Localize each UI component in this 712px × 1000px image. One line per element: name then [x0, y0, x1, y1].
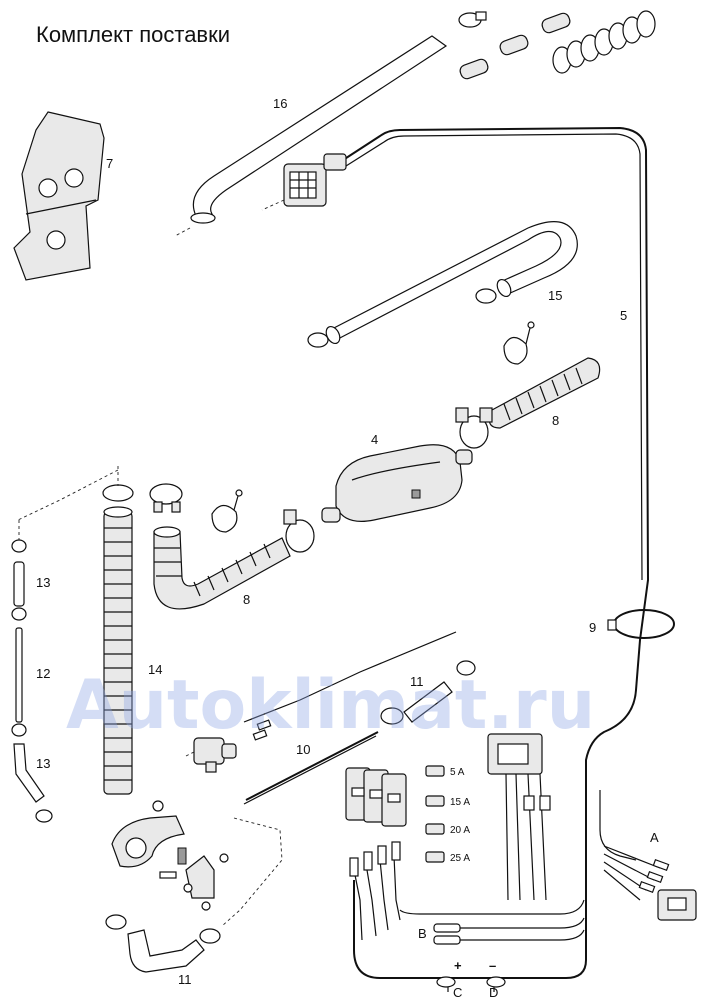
clamp-bundle: [552, 10, 656, 74]
pipe-clamp-upper: [503, 321, 535, 365]
exhaust-clamp-upper: [455, 407, 493, 449]
callout-b: B: [418, 926, 427, 941]
control-connector-a: [603, 845, 697, 921]
connector-tubes: [459, 12, 571, 80]
callout-13-lower: 13: [36, 756, 50, 771]
callout-4: 4: [371, 432, 378, 447]
fuel-pipe-13-lower: [13, 743, 53, 823]
silencer-4: [321, 444, 473, 523]
exhaust-hose-8-lower: [153, 526, 291, 610]
callout-d: D: [489, 985, 498, 1000]
fuse-label-15a: 15 A: [450, 797, 470, 808]
fuel-hose-11-upper: [380, 660, 476, 725]
plug-connector: [261, 153, 347, 211]
ring-terminal-plus: [436, 976, 456, 992]
callout-8-lower: 8: [243, 592, 250, 607]
callout-8-upper: 8: [552, 413, 559, 428]
callout-c: C: [453, 985, 462, 1000]
fuel-pipe-13-upper: [11, 539, 27, 621]
air-intake-14: [102, 484, 134, 795]
fuse-holder: [487, 733, 551, 901]
callout-a: A: [650, 830, 659, 845]
exhaust-hose-8-upper: [488, 357, 601, 429]
mounting-plate-7: [13, 111, 105, 281]
fuse-label-20a: 20 A: [450, 825, 470, 836]
exhaust-clamp-top-left: [149, 483, 183, 513]
callout-5: 5: [620, 308, 627, 323]
harness-terminals: [349, 841, 585, 941]
fuel-line-10: [243, 731, 379, 805]
callout-14: 14: [148, 662, 162, 677]
callout-15: 15: [548, 288, 562, 303]
cable-strap-9: [607, 609, 675, 639]
pipe-clamp-lower: [211, 489, 243, 533]
callout-7: 7: [106, 156, 113, 171]
fuel-line-15: [325, 221, 578, 345]
fuse-column: [425, 765, 445, 863]
dosing-pump: [185, 737, 237, 773]
ring-terminal-minus: [486, 976, 506, 992]
fuel-pipe-12: [11, 627, 27, 737]
fuse-label-25a: 25 A: [450, 853, 470, 864]
page-title: Комплект поставки: [36, 22, 231, 47]
callout-11-lower: 11: [178, 972, 192, 987]
hose-clamp-top: [458, 11, 487, 28]
callout-minus: –: [489, 958, 496, 973]
intake-pipe-16: [174, 35, 448, 237]
callout-16: 16: [273, 96, 287, 111]
watermark: Autoklimat.ru: [66, 666, 595, 745]
bracket-assembly: [111, 800, 229, 911]
callout-12: 12: [36, 666, 50, 681]
pump-wires: [243, 631, 457, 741]
terminals-b: [433, 917, 585, 945]
callout-9: 9: [589, 620, 596, 635]
callout-10: 10: [296, 742, 310, 757]
fuel-line-clamps: [307, 288, 497, 348]
fuel-hose-11-lower: [105, 914, 221, 973]
callout-11-upper: 11: [410, 674, 424, 689]
callout-13-upper: 13: [36, 575, 50, 590]
exhaust-clamp-lower: [283, 509, 315, 553]
callout-plus: +: [454, 958, 462, 973]
fuse-label-5a: 5 A: [450, 767, 465, 778]
relay-block: [345, 767, 407, 827]
